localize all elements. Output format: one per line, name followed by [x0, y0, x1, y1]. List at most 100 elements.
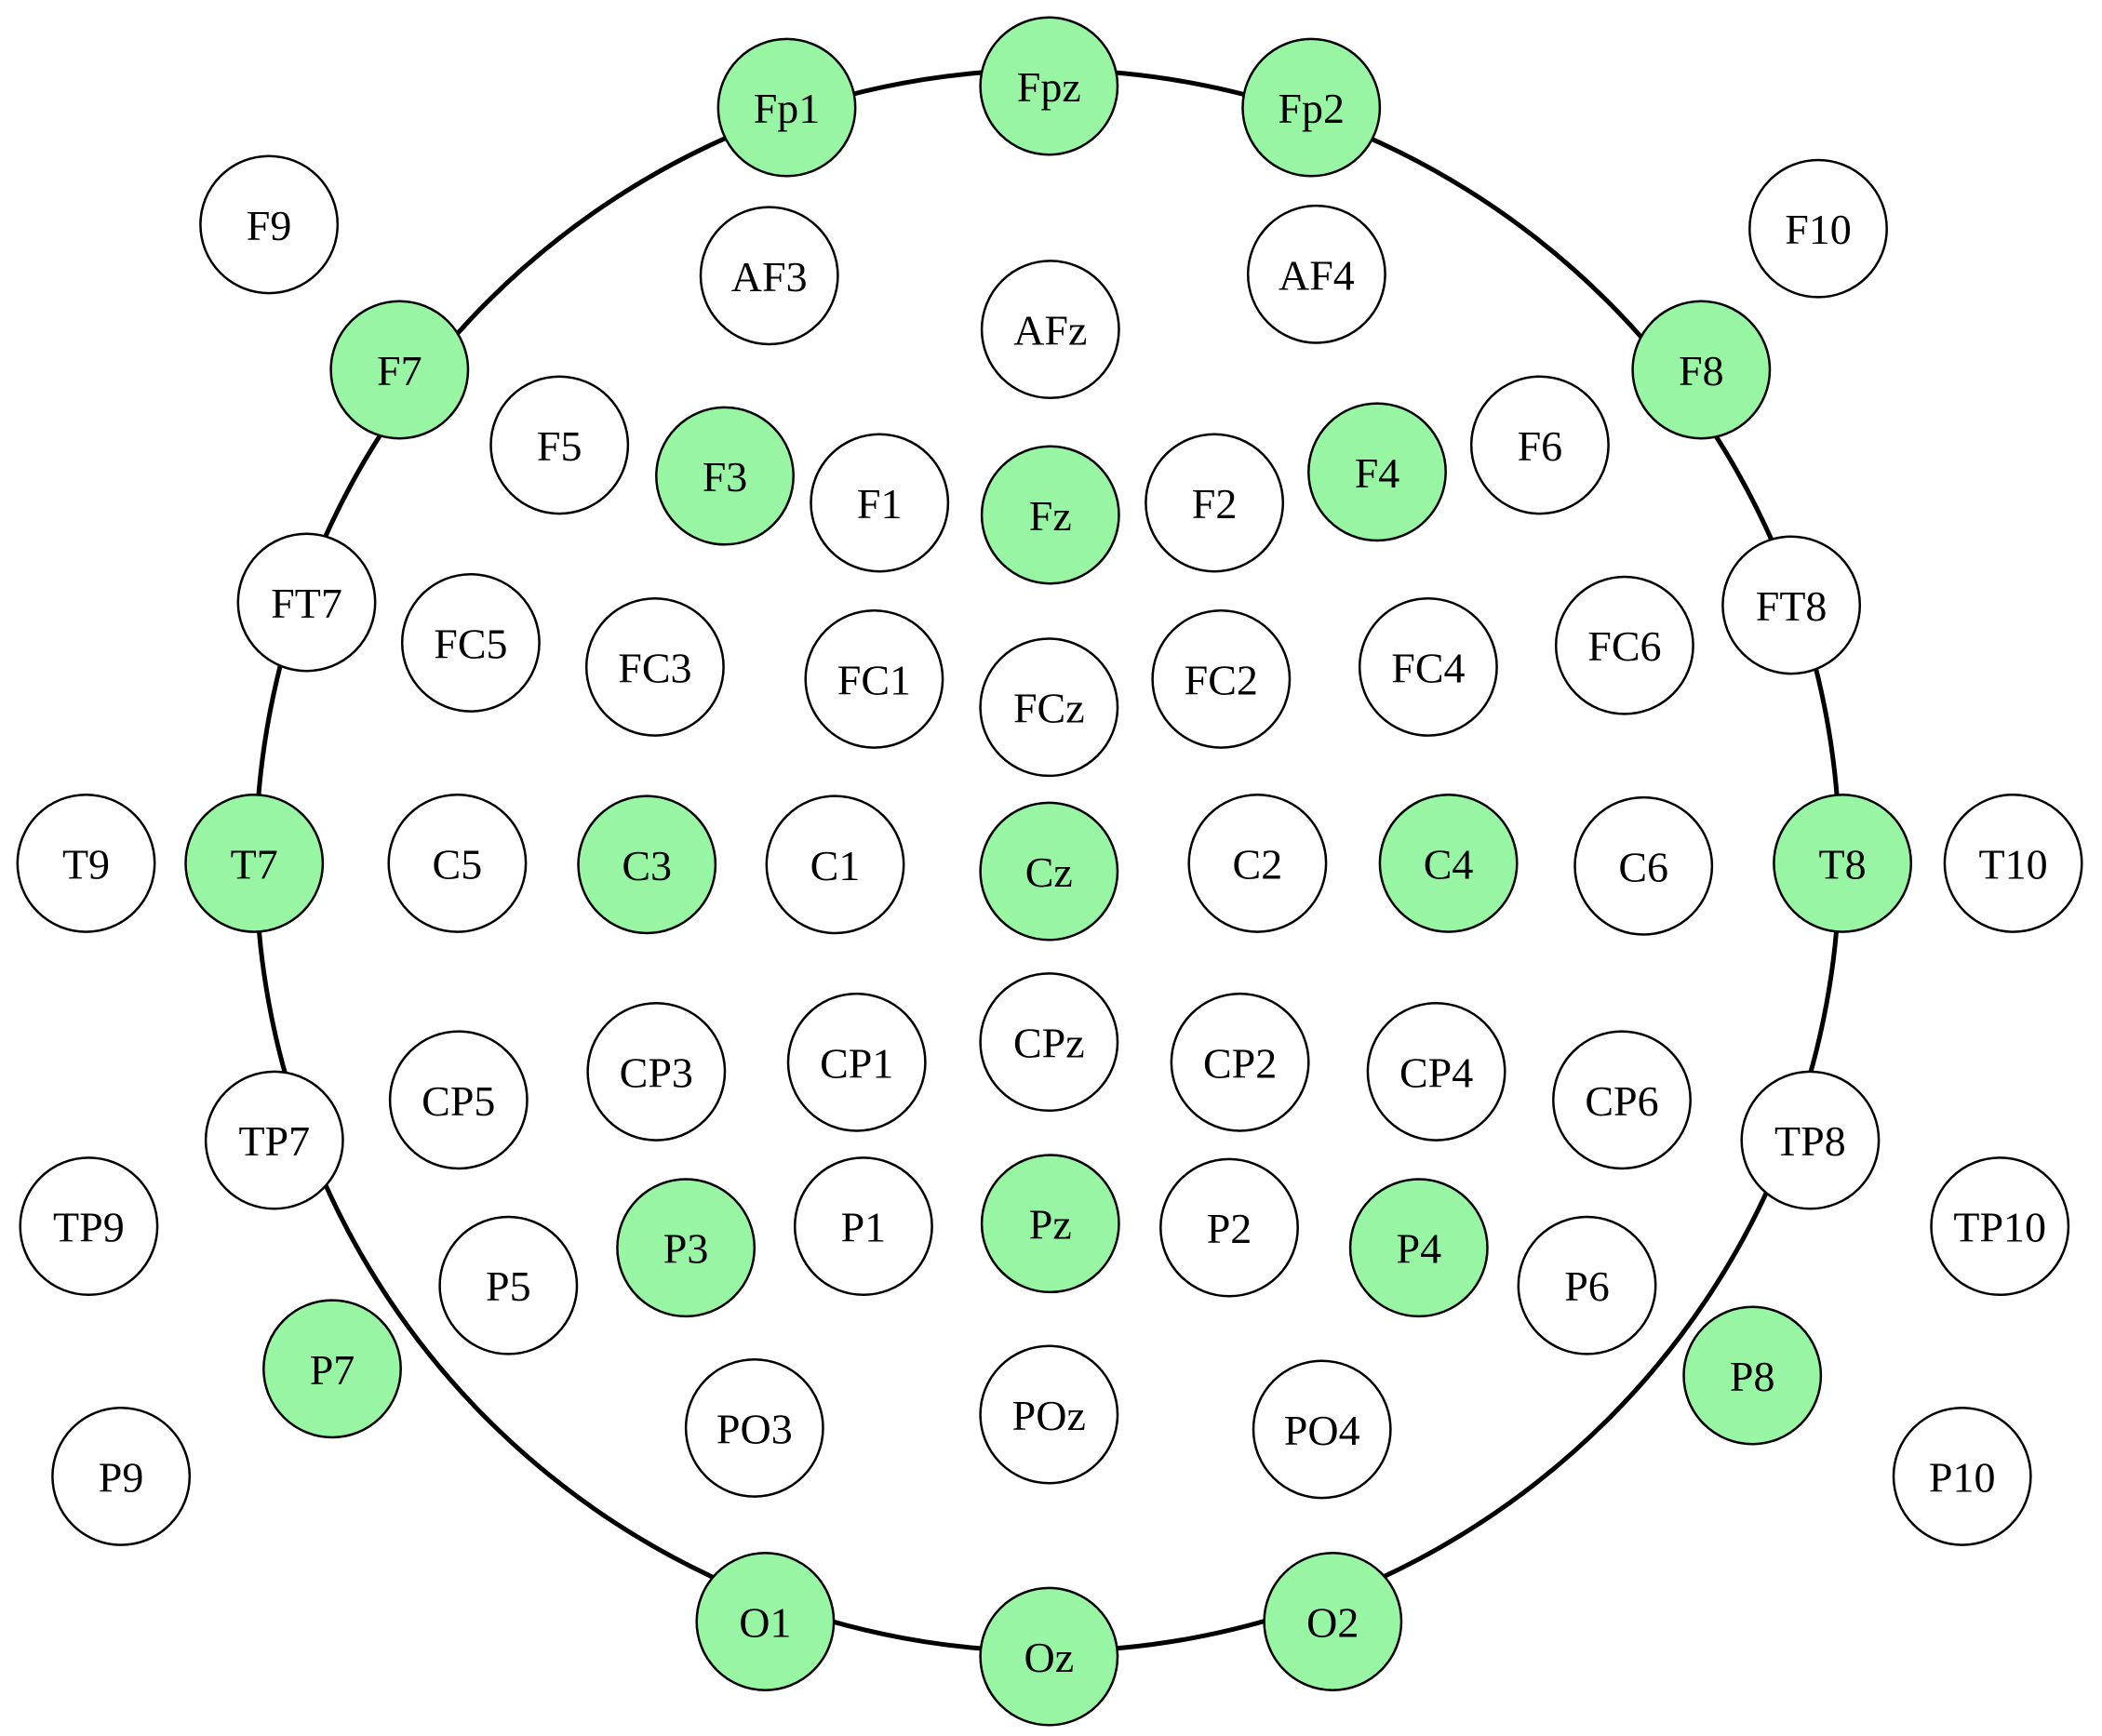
- electrode-c4-label: C4: [1424, 840, 1474, 888]
- electrode-c1-circle: [765, 795, 905, 935]
- electrode-p4-circle: [1348, 1178, 1489, 1318]
- electrode-f6: F6: [1469, 375, 1610, 515]
- electrode-po4-circle: [1252, 1359, 1392, 1500]
- electrode-f1: F1: [810, 433, 950, 573]
- electrode-afz-circle: [980, 260, 1120, 400]
- electrode-fc4-circle: [1358, 596, 1498, 737]
- electrode-fc1: FC1: [804, 608, 944, 749]
- electrode-c2: C2: [1187, 793, 1328, 933]
- electrode-p7-circle: [262, 1299, 402, 1439]
- electrode-cp5-label: CP5: [422, 1077, 495, 1125]
- electrode-t7-label: T7: [231, 840, 278, 888]
- electrode-p8-circle: [1682, 1305, 1823, 1446]
- electrode-af3-circle: [699, 206, 839, 346]
- electrode-ft8-circle: [1721, 535, 1862, 675]
- electrode-cpz-label: CPz: [1013, 1020, 1085, 1067]
- electrode-f6-circle: [1469, 375, 1610, 515]
- electrode-cp4: CP4: [1366, 1001, 1506, 1142]
- electrode-f5-circle: [489, 375, 630, 515]
- electrode-f4-label: F4: [1355, 449, 1400, 497]
- electrode-p5-label: P5: [486, 1262, 531, 1310]
- electrode-f8-label: F8: [1679, 347, 1724, 394]
- electrode-c3-circle: [577, 795, 717, 935]
- electrode-fc5-label: FC5: [434, 620, 507, 667]
- electrode-p5: P5: [438, 1215, 579, 1355]
- electrode-c6-label: C6: [1618, 843, 1668, 890]
- electrode-oz: Oz: [979, 1586, 1119, 1727]
- electrode-fp2-label: Fp2: [1278, 85, 1345, 132]
- electrode-fc2-label: FC2: [1185, 656, 1258, 703]
- electrode-af3-label: AF3: [731, 253, 808, 300]
- electrode-fp1-circle: [716, 37, 857, 178]
- electrode-p1-circle: [793, 1156, 933, 1297]
- electrode-p6: P6: [1517, 1215, 1657, 1355]
- electrode-p5-circle: [438, 1215, 579, 1355]
- electrode-f2-label: F2: [1192, 480, 1238, 527]
- electrode-ft7-label: FT7: [271, 580, 342, 627]
- electrode-t8: T8: [1773, 793, 1913, 933]
- electrode-tp7-circle: [204, 1070, 344, 1210]
- electrode-c4-circle: [1378, 793, 1519, 933]
- electrode-t9-circle: [16, 793, 156, 933]
- electrode-p9-label: P9: [99, 1453, 144, 1501]
- electrode-p8-label: P8: [1730, 1353, 1775, 1400]
- electrode-p2-label: P2: [1207, 1205, 1252, 1252]
- electrode-f7-label: F7: [377, 347, 422, 394]
- electrode-f10-circle: [1748, 158, 1888, 299]
- electrode-poz: POz: [979, 1344, 1119, 1485]
- electrode-ft7: FT7: [236, 532, 377, 673]
- electrode-p1: P1: [793, 1156, 933, 1297]
- electrode-c4: C4: [1378, 793, 1519, 933]
- electrode-f4-circle: [1307, 402, 1447, 542]
- electrode-o1-circle: [695, 1552, 836, 1691]
- electrode-pz-circle: [980, 1154, 1120, 1294]
- electrode-p4-label: P4: [1397, 1225, 1442, 1273]
- electrode-c3: C3: [577, 795, 717, 935]
- electrode-fc4: FC4: [1358, 596, 1498, 737]
- electrode-tp8: TP8: [1740, 1070, 1881, 1210]
- electrode-c5-label: C5: [433, 840, 483, 888]
- electrode-fp2-circle: [1241, 37, 1382, 178]
- electrode-fpz-label: Fpz: [1017, 63, 1081, 111]
- electrode-fp1: Fp1: [716, 37, 857, 178]
- electrode-fz: Fz: [980, 445, 1120, 585]
- electrode-fz-label: Fz: [1029, 492, 1072, 540]
- electrode-cp3-label: CP3: [620, 1048, 693, 1096]
- electrode-c5-circle: [387, 793, 528, 933]
- electrode-cp5-circle: [388, 1030, 529, 1170]
- electrode-t10-circle: [1943, 793, 2083, 933]
- electrode-p7: P7: [262, 1299, 402, 1439]
- electrode-fcz-circle: [979, 637, 1119, 778]
- electrode-tp10-label: TP10: [1953, 1204, 2046, 1251]
- electrode-f1-circle: [810, 433, 950, 573]
- electrode-f2: F2: [1145, 433, 1285, 573]
- electrode-o2-label: O2: [1306, 1599, 1359, 1647]
- electrode-fc2-circle: [1151, 608, 1292, 749]
- electrode-tp9-label: TP9: [53, 1204, 125, 1251]
- electrode-p6-label: P6: [1564, 1262, 1610, 1310]
- electrode-cp1-circle: [786, 992, 927, 1132]
- electrode-p4: P4: [1348, 1178, 1489, 1318]
- electrode-p3-circle: [616, 1178, 756, 1318]
- electrode-p10-label: P10: [1929, 1453, 1996, 1501]
- electrode-cp6: CP6: [1552, 1030, 1692, 1170]
- electrode-fc6-circle: [1554, 575, 1694, 715]
- electrode-cpz: CPz: [979, 972, 1119, 1113]
- electrode-af3: AF3: [699, 206, 839, 346]
- electrode-fp2: Fp2: [1241, 37, 1382, 178]
- electrode-po3-label: PO3: [716, 1405, 793, 1452]
- electrode-po3: PO3: [684, 1357, 824, 1498]
- electrode-f1-label: F1: [857, 480, 903, 527]
- electrode-p2-circle: [1159, 1157, 1299, 1298]
- electrode-t9: T9: [16, 793, 156, 933]
- electrode-tp8-label: TP8: [1774, 1117, 1846, 1165]
- electrode-ft8: FT8: [1721, 535, 1862, 675]
- electrode-fc1-circle: [804, 608, 944, 749]
- electrode-cz: Cz: [979, 801, 1119, 941]
- electrode-ft7-circle: [236, 532, 377, 673]
- electrode-oz-circle: [979, 1586, 1119, 1727]
- electrode-f8: F8: [1631, 300, 1772, 440]
- electrode-po4-label: PO4: [1284, 1407, 1360, 1454]
- electrode-tp9-circle: [19, 1156, 159, 1297]
